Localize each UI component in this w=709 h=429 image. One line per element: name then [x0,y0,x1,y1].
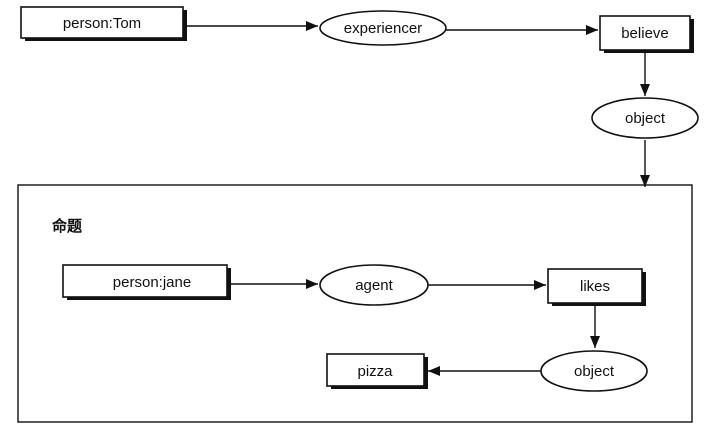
concept-pizza: pizza [326,353,428,389]
proposition-label: 命题 [51,217,83,235]
concept-person-tom: person:Tom [20,6,187,41]
relation-object-outer: object [591,97,699,139]
concept-believe: believe [599,15,694,53]
relation-experiencer: experiencer [319,10,447,46]
concept-person-jane: person:jane [62,264,231,300]
svg-text:object: object [625,110,666,127]
svg-text:likes: likes [580,278,610,295]
svg-text:object: object [574,363,615,380]
svg-text:person:Tom: person:Tom [63,15,141,32]
svg-text:believe: believe [621,25,669,42]
relation-agent: agent [319,264,429,306]
relation-object-inner: object [540,350,648,392]
svg-text:person:jane: person:jane [113,274,191,291]
svg-text:experiencer: experiencer [344,20,422,37]
svg-text:pizza: pizza [357,363,393,380]
svg-text:agent: agent [355,277,393,294]
concept-likes: likes [547,268,646,306]
